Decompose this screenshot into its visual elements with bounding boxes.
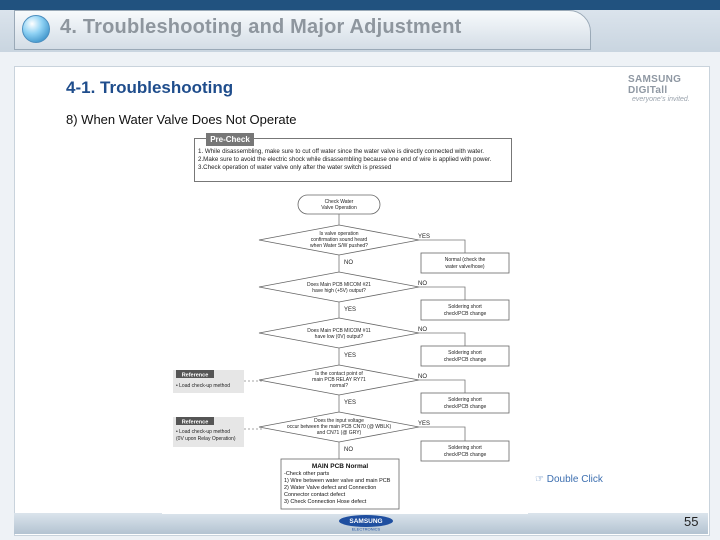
decision-5-text: and CN71 (@ GRY) xyxy=(317,430,362,436)
solder-text: check/PCB change xyxy=(444,452,487,458)
start-text: Check Water xyxy=(325,199,354,205)
decision-3-text: have low (0V) output? xyxy=(315,334,364,340)
double-click-link[interactable]: ☞ Double Click xyxy=(535,474,603,485)
reference-2: Reference • Load check-up method (0V upo… xyxy=(173,417,244,447)
decision-5-text: occur between the main PCB CN70 (@ WBLK) xyxy=(287,424,392,430)
double-click-label: Double Click xyxy=(546,474,603,485)
decision-3-text: Does Main PCB MICOM #11 xyxy=(307,328,371,334)
title-tab xyxy=(14,10,591,50)
final-line: Connector contact defect xyxy=(284,492,346,498)
no-label: NO xyxy=(418,374,427,380)
no-label: NO xyxy=(344,447,353,453)
solder-text: Soldering short xyxy=(448,445,482,451)
samsung-electronics-logo: SAMSUNG ELECTRONICS xyxy=(339,515,393,532)
solder-text: Soldering short xyxy=(448,350,482,356)
yes-label: YES xyxy=(344,307,356,313)
decision-5-text: Does the input voltage xyxy=(314,418,364,424)
reference-label: Reference xyxy=(182,420,209,426)
logo-tagline: everyone's invited. xyxy=(632,96,690,103)
no-label: NO xyxy=(344,260,353,266)
bullet-orb-icon xyxy=(22,15,50,43)
solder-box-3 xyxy=(420,392,510,414)
solder-text: check/PCB change xyxy=(444,404,487,410)
solder-box-2 xyxy=(420,345,510,367)
reference-line: (0V upon Relay Operation) xyxy=(176,436,236,442)
samsung-digitall-logo: SAMSUNG DIGITall everyone's invited. xyxy=(628,74,708,103)
decision-4-text: Is the contact point of xyxy=(315,371,363,377)
footer-brand: SAMSUNG xyxy=(349,518,382,525)
no-label: NO xyxy=(418,281,427,287)
solder-box-4 xyxy=(420,440,510,462)
footer-sub: ELECTRONICS xyxy=(352,527,381,532)
solder-box-1 xyxy=(420,299,510,321)
final-line: 2) Water Valve defect and Connection xyxy=(284,485,376,491)
decision-4-text: normal? xyxy=(330,383,348,389)
start-text: Valve Operation xyxy=(321,205,357,211)
decision-1-text: confirmation sound heard xyxy=(311,237,368,243)
yes-label: YES xyxy=(344,400,356,406)
yes-label: YES xyxy=(344,353,356,359)
precheck-line: 1. While disassembling, make sure to cut… xyxy=(198,148,485,155)
yes-label: YES xyxy=(418,421,430,427)
no-label: NO xyxy=(418,327,427,333)
header-stripe xyxy=(0,0,720,10)
solder-text: Soldering short xyxy=(448,397,482,403)
logo-brand: SAMSUNG DIGITall xyxy=(628,74,682,96)
yes-label: YES xyxy=(418,234,430,240)
reference-line: • Load check-up method xyxy=(176,429,230,435)
reference-line: • Load check-up method xyxy=(176,383,230,389)
final-title: MAIN PCB Normal xyxy=(312,463,369,470)
decision-2-text: Does Main PCB MICOM #21 xyxy=(307,282,371,288)
section-title: 4-1. Troubleshooting xyxy=(66,78,234,97)
page-title: 4. Troubleshooting and Major Adjustment xyxy=(60,16,462,38)
solder-text: check/PCB change xyxy=(444,357,487,363)
normal-text: water valve/hose) xyxy=(445,264,485,270)
hand-pointer-icon: ☞ xyxy=(535,474,544,485)
decision-1-text: Is valve operation xyxy=(319,231,358,237)
reference-1: Reference • Load check-up method xyxy=(173,370,244,393)
page-number: 55 xyxy=(684,514,699,529)
normal-text: Normal (check the xyxy=(445,257,486,263)
normal-box xyxy=(420,252,510,274)
final-line: -Check other parts xyxy=(284,471,329,477)
final-line: 3) Check Connection Hose defect xyxy=(284,499,367,505)
final-line: 1) Wire between water valve and main PCB xyxy=(284,478,391,484)
solder-text: Soldering short xyxy=(448,304,482,310)
solder-text: check/PCB change xyxy=(444,311,487,317)
final-box xyxy=(280,458,400,510)
reference-label: Reference xyxy=(182,373,209,379)
decision-1-text: when Water S/W pushed? xyxy=(310,243,368,249)
precheck-line: 3.Check operation of water valve only af… xyxy=(198,164,392,171)
precheck-line: 2.Make sure to avoid the electric shock … xyxy=(198,156,492,163)
decision-4-text: main PCB RELAY RY71 xyxy=(312,377,366,383)
section-subtitle: 8) When Water Valve Does Not Operate xyxy=(66,112,297,127)
precheck-lines: 1. While disassembling, make sure to cut… xyxy=(198,148,510,172)
decision-2-text: have high (+5V) output? xyxy=(312,288,366,294)
precheck-label: Pre-Check xyxy=(206,133,254,146)
